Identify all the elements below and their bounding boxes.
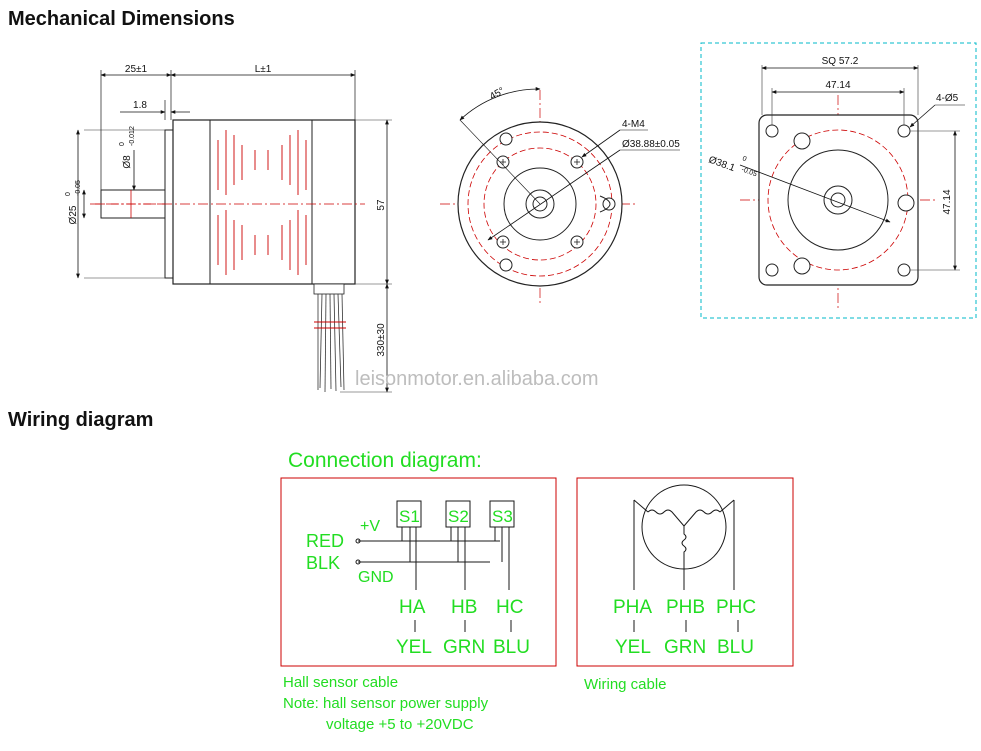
shaft-diameter-tol-lower: -0.012	[129, 126, 136, 146]
plus-v-label: +V	[360, 518, 380, 535]
rear-pilot-label: Ø38.1	[707, 154, 737, 174]
body-length-label: L±1	[255, 64, 272, 75]
pilot-diameter-tol-lower: -0.05	[75, 180, 82, 196]
hole-spacing-v-label: 47.14	[942, 189, 953, 214]
wiring-cable-caption: Wiring cable	[584, 676, 667, 693]
rear-pilot-tol-upper: 0	[741, 155, 747, 163]
shaft-length-label: 25±1	[125, 64, 148, 75]
watermark-text: leisonmotor.en.alibaba.com	[355, 368, 598, 390]
phase-box	[576, 477, 794, 667]
phase-output-phc: PHC	[716, 597, 756, 618]
square-size-label: SQ 57.2	[822, 56, 859, 67]
hall-color-blu: BLU	[493, 637, 530, 658]
hall-output-hb: HB	[451, 597, 477, 618]
connection-diagram-title: Connection diagram:	[288, 449, 482, 472]
hall-color-yel: YEL	[396, 637, 432, 658]
flange-thickness-label: 1.8	[133, 100, 147, 111]
pilot-diameter-label: Ø25	[68, 205, 79, 224]
angle-label: 45°	[488, 86, 507, 103]
rear-holes-label: 4-Ø5	[936, 93, 959, 104]
phase-color-grn: GRN	[664, 637, 706, 658]
hall-output-hc: HC	[496, 597, 523, 618]
mechanical-dimensions-title: Mechanical Dimensions	[8, 8, 235, 30]
hall-cable-caption: Hall sensor cable	[283, 674, 398, 691]
phase-color-blu: BLU	[717, 637, 754, 658]
hall-sensor-box	[280, 477, 557, 667]
wiring-diagram: Connection diagram: S1 S2 S3 RED BLK +V …	[280, 449, 794, 733]
side-view: 25±1 L±1 1.8	[65, 64, 392, 393]
wiring-diagram-title: Wiring diagram	[8, 409, 154, 431]
rear-pilot-tol-lower: -0.05	[740, 166, 757, 178]
cable-length-label: 330±30	[376, 323, 387, 357]
hall-output-ha: HA	[399, 597, 426, 618]
sensor-s2-label: S2	[448, 507, 469, 526]
shaft-diameter-tol-upper: 0	[119, 142, 126, 146]
sensor-s1-label: S1	[399, 507, 420, 526]
rear-view: SQ 57.2 47.14 47.14 4-Ø5 Ø38.1 0 -0.05	[700, 42, 977, 319]
red-wire-label: RED	[306, 531, 344, 551]
phase-color-yel: YEL	[615, 637, 651, 658]
phase-output-pha: PHA	[613, 597, 652, 618]
blk-wire-label: BLK	[306, 553, 340, 573]
hall-color-grn: GRN	[443, 637, 485, 658]
front-pcd-label: Ø38.88±0.05	[622, 139, 680, 150]
shaft-diameter-label: Ø8	[122, 155, 133, 169]
hall-note-line1: Note: hall sensor power supply	[283, 695, 489, 712]
hole-spacing-h-label: 47.14	[825, 80, 850, 91]
front-holes-label: 4-M4	[622, 119, 645, 130]
hall-note-line2: voltage +5 to +20VDC	[326, 716, 474, 733]
sensor-s3-label: S3	[492, 507, 513, 526]
gnd-label: GND	[358, 569, 394, 586]
pilot-diameter-tol-upper: 0	[65, 192, 72, 196]
front-view: 45° 4-M4 Ø38.88±0.05	[440, 86, 680, 305]
phase-output-phb: PHB	[666, 597, 705, 618]
body-height-label: 57	[376, 199, 387, 211]
